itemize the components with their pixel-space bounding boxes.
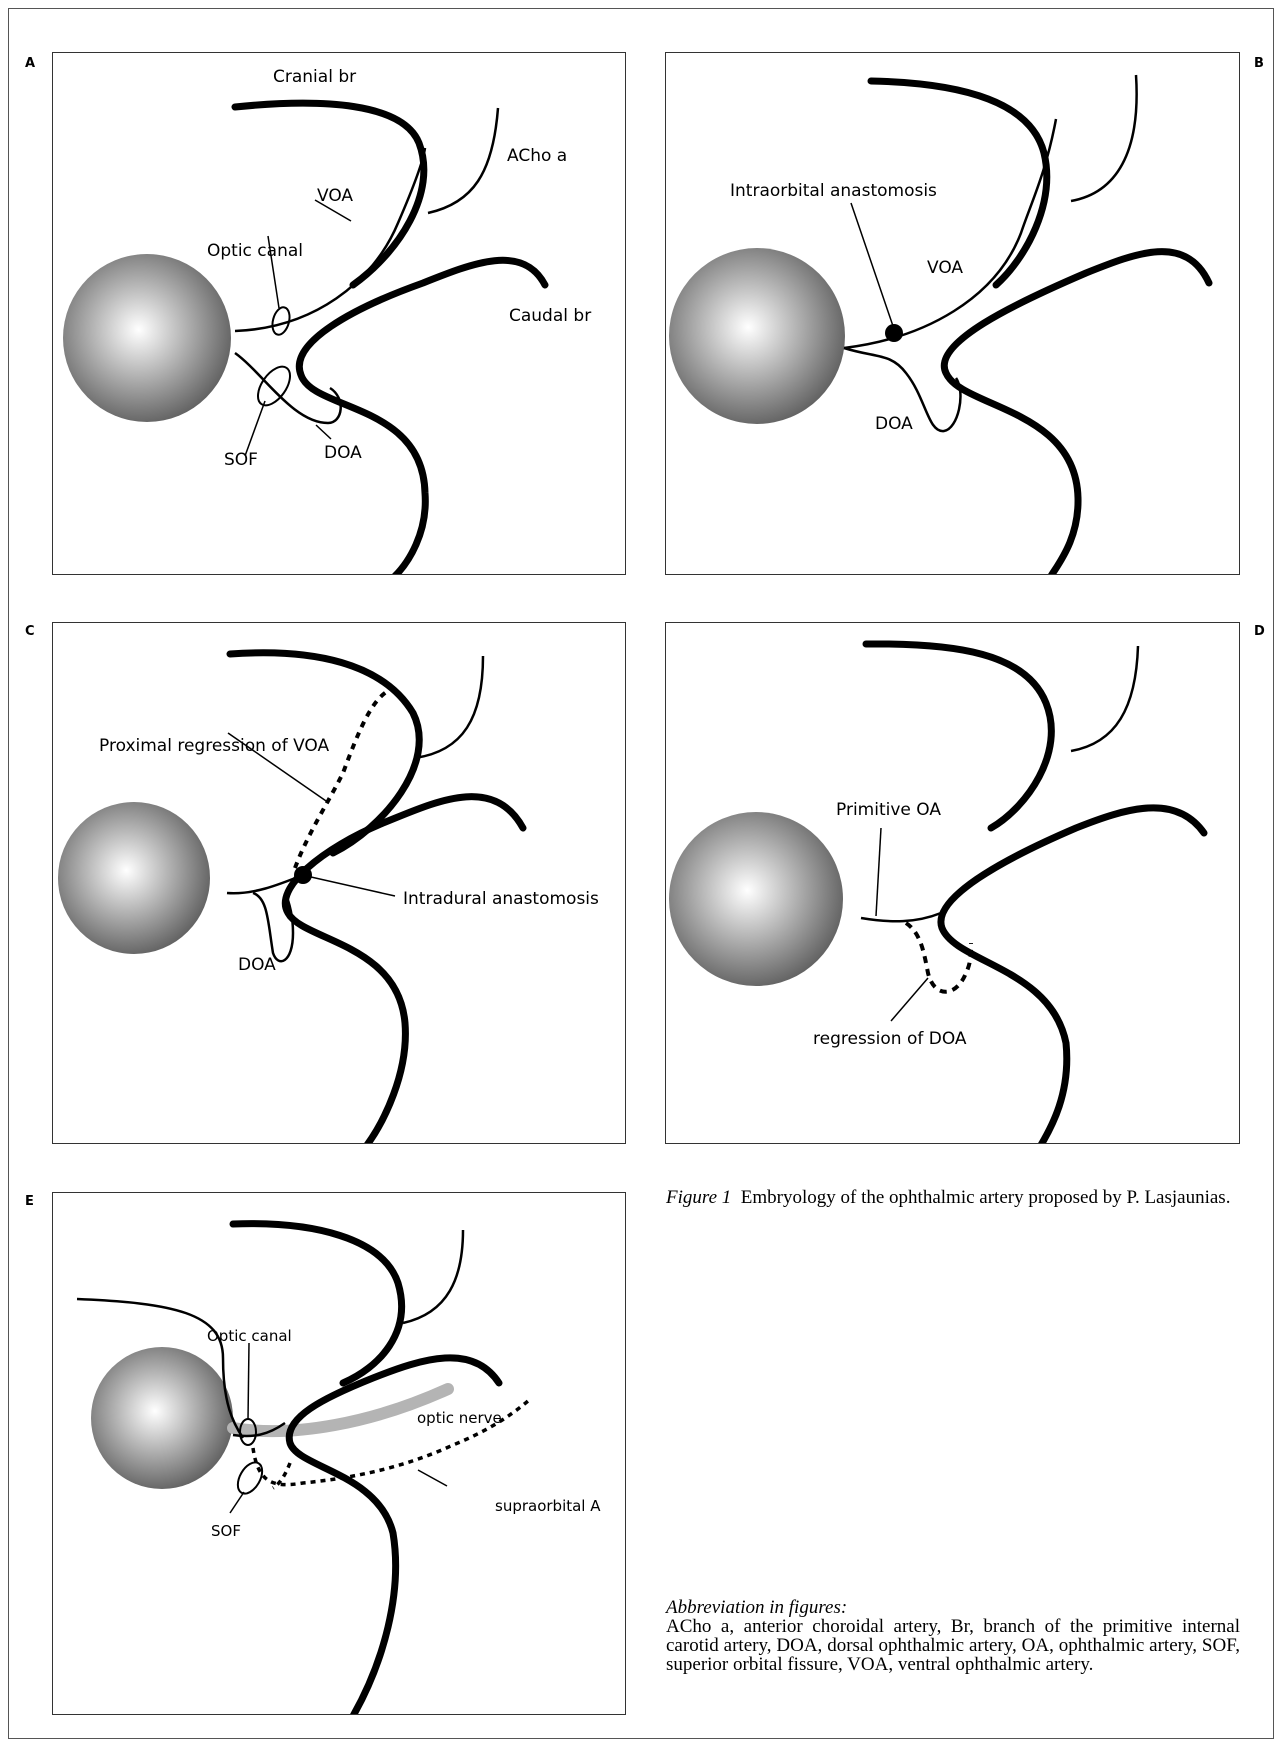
regression-doa-leader — [890, 977, 929, 1022]
eye-globe — [91, 1347, 233, 1489]
panel-c-diagram: Proximal regression of VOA Intradural an… — [58, 649, 599, 1143]
panel-letter-c: C — [25, 624, 35, 639]
figure-caption-text: Embryology of the ophthalmic artery prop… — [740, 1187, 1231, 1208]
label-intradural-anastomosis: Intradural anastomosis — [403, 889, 599, 909]
sof-leader — [229, 1491, 245, 1514]
eye-globe — [669, 812, 843, 986]
figure-frame — [8, 8, 1274, 1739]
panel-e-diagram: Optic canal optic nerve supraorbital A S… — [76, 1220, 601, 1714]
anterior-choroidal-artery — [402, 1229, 465, 1325]
doa-regressed-segment — [904, 921, 973, 994]
supraorbital-leader — [417, 1469, 448, 1487]
voa-regressed-segment — [293, 686, 396, 869]
caudal-branch — [295, 256, 549, 574]
caudal-branch — [281, 793, 527, 1143]
label-optic-nerve: optic nerve — [417, 1409, 502, 1427]
label-caudal-br: Caudal br — [509, 306, 591, 326]
dashed-segment-2 — [271, 1462, 292, 1490]
label-cranial-br: Cranial br — [273, 67, 356, 87]
cranial-branch — [229, 1220, 406, 1387]
figure-label: Figure 1 — [666, 1187, 732, 1208]
proximal-regression-leader — [227, 732, 330, 804]
ophthalmic-artery — [232, 1421, 286, 1438]
label-supraorbital-a: supraorbital A — [495, 1497, 601, 1515]
intradural-anastomosis-leader — [310, 876, 396, 897]
panel-b: Intraorbital anastomosis VOA DOA — [665, 52, 1240, 575]
label-proximal-regression-voa: Proximal regression of VOA — [99, 736, 329, 756]
label-intraorbital-anastomosis: Intraorbital anastomosis — [730, 181, 937, 201]
label-acho-a: ACho a — [507, 146, 567, 166]
dorsal-ophthalmic-artery — [252, 891, 295, 963]
caudal-branch — [937, 804, 1208, 1143]
abbreviations-text: ACho a, anterior choroidal artery, Br, b… — [666, 1616, 1240, 1675]
label-optic-canal: Optic canal — [207, 1327, 292, 1345]
sof-ring — [257, 365, 291, 407]
eye-globe — [58, 802, 210, 954]
panel-d-diagram: Primitive OA regression of DOA — [669, 640, 1208, 1143]
panel-a: Cranial br ACho a VOA Optic canal Caudal… — [52, 52, 626, 575]
anterior-choroidal-artery — [1070, 645, 1140, 753]
label-regression-doa: regression of DOA — [813, 1029, 967, 1049]
abbreviations-block: Abbreviation in figures: ACho a, anterio… — [666, 1598, 1240, 1674]
optic-canal-ring — [271, 306, 291, 336]
panel-letter-e: E — [25, 1194, 34, 1209]
voa-leader — [314, 199, 352, 222]
cranial-branch — [867, 77, 1051, 289]
supraorbital-artery — [251, 1399, 530, 1487]
anterior-choroidal-artery — [414, 655, 485, 760]
sof-leader — [244, 400, 266, 457]
caudal-branch — [285, 1354, 503, 1714]
label-doa: DOA — [324, 443, 362, 463]
intradural-anastomosis-dot — [294, 866, 312, 884]
abbreviations-heading: Abbreviation in figures: — [666, 1597, 848, 1618]
label-doa: DOA — [238, 955, 276, 975]
label-voa: VOA — [927, 258, 963, 278]
cranial-branch — [231, 99, 428, 289]
ventral-ophthalmic-artery — [843, 118, 1058, 350]
anterior-choroidal-artery — [427, 107, 500, 215]
upper-vessel — [76, 1297, 245, 1439]
cranial-branch — [226, 649, 423, 857]
panel-letter-d: D — [1254, 624, 1265, 639]
label-sof: SOF — [211, 1522, 241, 1540]
sof-ring — [236, 1461, 264, 1495]
caudal-branch — [940, 248, 1213, 574]
panel-d: Primitive OA regression of DOA — [665, 622, 1240, 1144]
panel-c: Proximal regression of VOA Intradural an… — [52, 622, 626, 1144]
figure-caption: Figure 1 Embryology of the ophthalmic ar… — [666, 1188, 1240, 1208]
cranial-branch — [862, 640, 1055, 832]
panel-letter-a: A — [25, 56, 36, 71]
eye-globe — [669, 248, 845, 424]
primitive-oa — [860, 911, 942, 923]
anterior-choroidal-artery — [1070, 74, 1138, 203]
label-doa: DOA — [875, 414, 913, 434]
panel-b-diagram: Intraorbital anastomosis VOA DOA — [669, 74, 1213, 574]
panel-letter-b: B — [1254, 56, 1264, 71]
dorsal-ophthalmic-artery — [234, 351, 342, 425]
label-voa: VOA — [317, 186, 353, 206]
optic-canal-leader — [247, 1342, 250, 1421]
eye-globe — [63, 254, 231, 422]
intraorbital-anastomosis-leader — [850, 202, 895, 330]
label-primitive-oa: Primitive OA — [836, 800, 941, 820]
panel-e: Optic canal optic nerve supraorbital A S… — [52, 1192, 626, 1715]
intraorbital-anastomosis-dot — [885, 324, 903, 342]
primitive-oa-leader — [875, 827, 882, 917]
label-optic-canal: Optic canal — [207, 241, 303, 261]
optic-canal-leader — [267, 235, 280, 309]
panel-a-diagram: Cranial br ACho a VOA Optic canal Caudal… — [63, 67, 591, 574]
doa-leader — [315, 424, 332, 440]
label-sof: SOF — [224, 450, 258, 470]
dorsal-ophthalmic-artery — [843, 346, 962, 433]
